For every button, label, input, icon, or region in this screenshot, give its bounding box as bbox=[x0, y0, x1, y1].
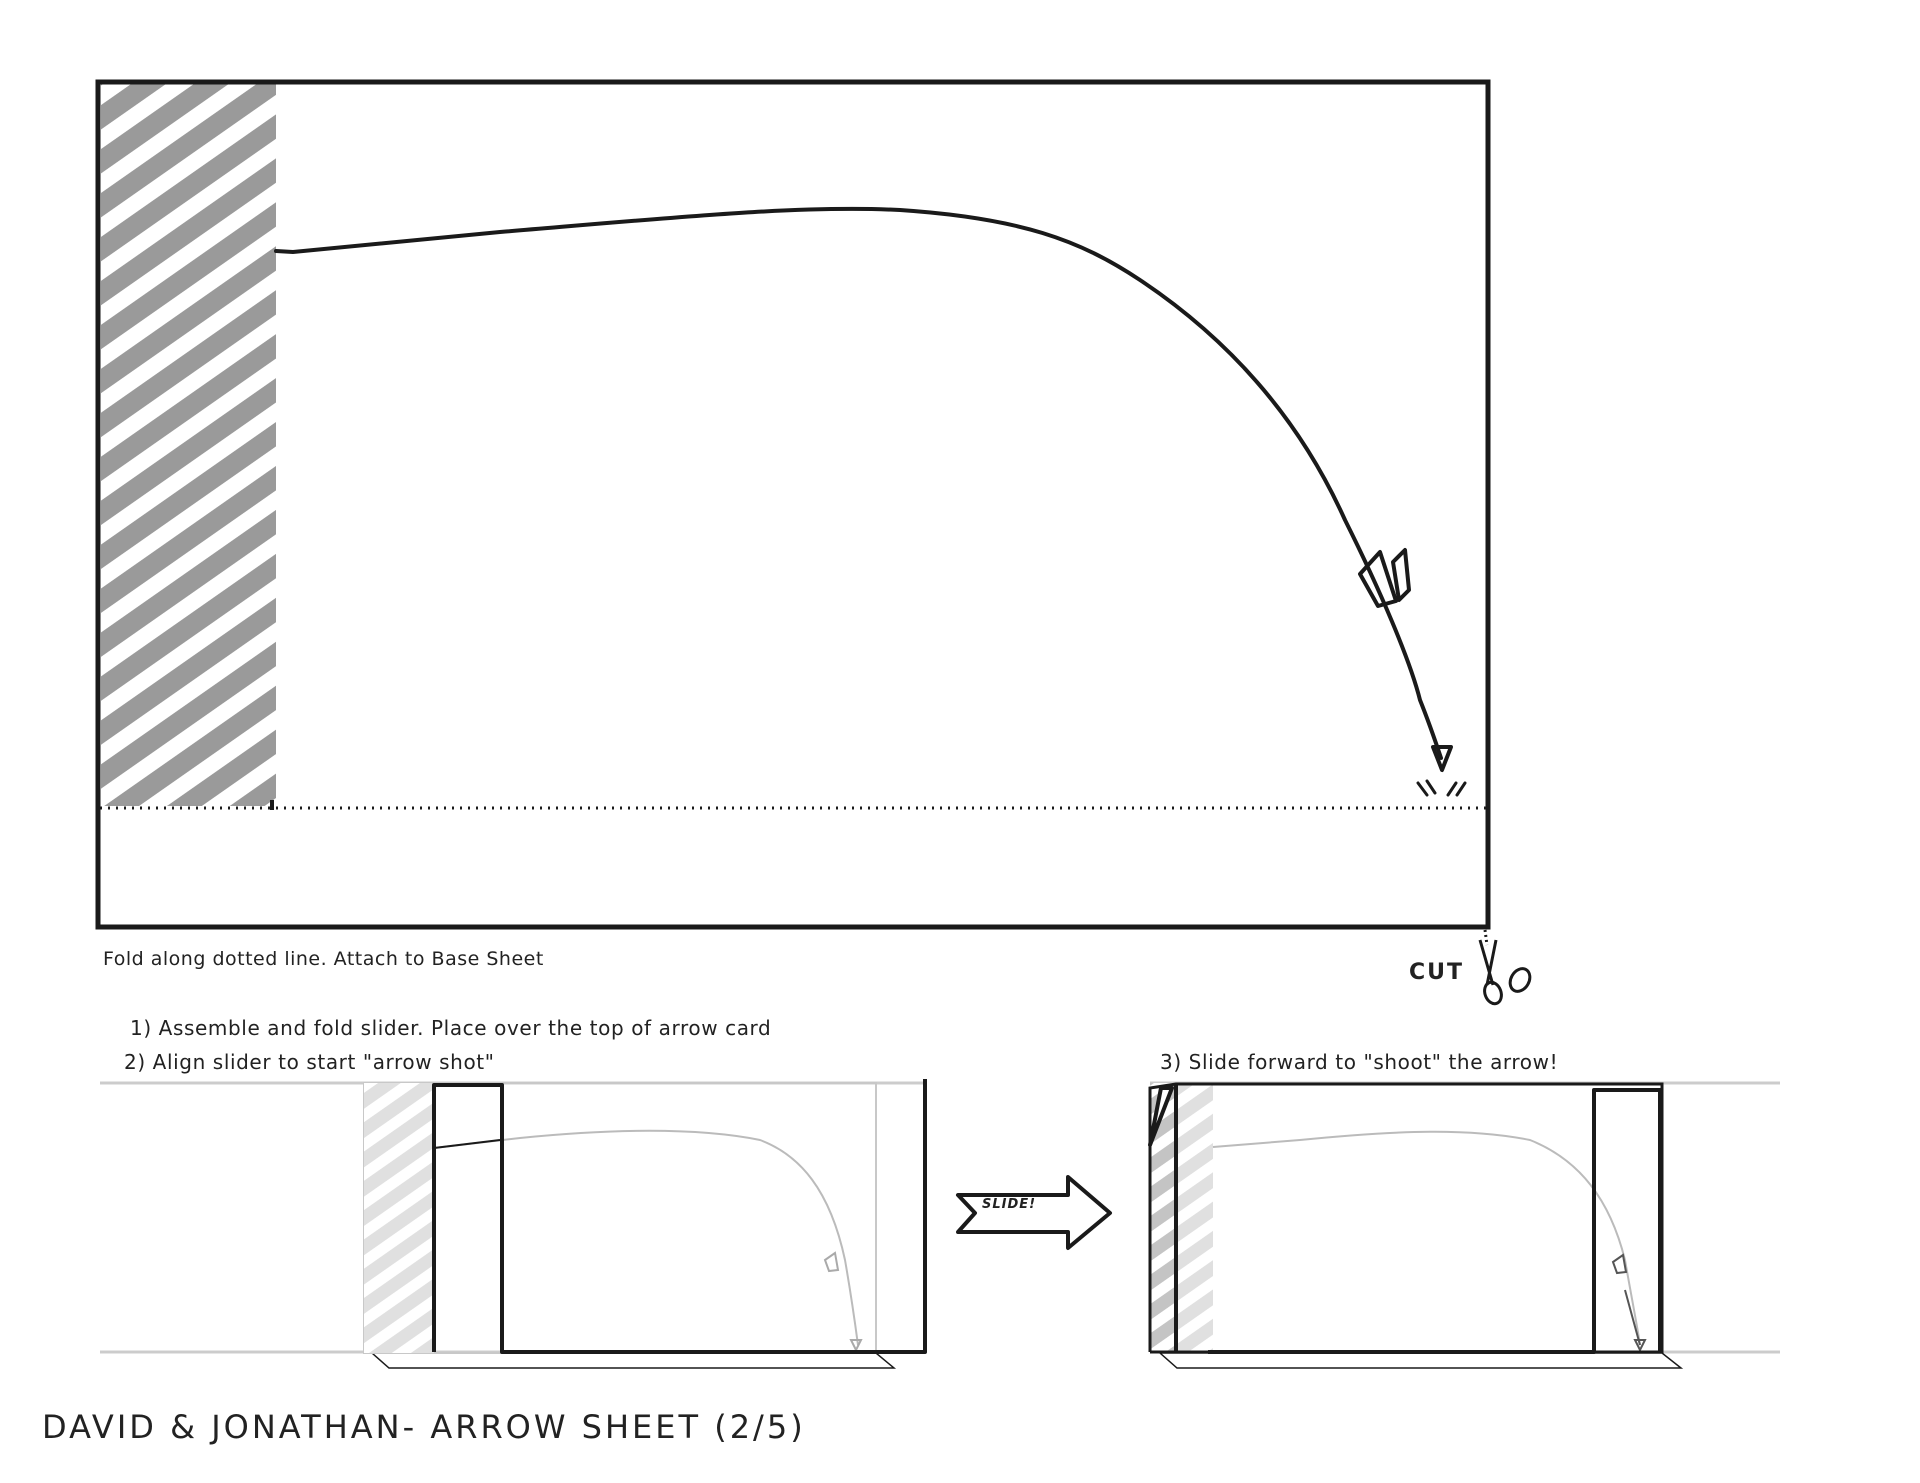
hatched-fold-strip bbox=[101, 83, 276, 806]
step-1-text: 1) Assemble and fold slider. Place over … bbox=[130, 1016, 772, 1040]
step2-diagram bbox=[100, 1079, 927, 1369]
arrow-trajectory bbox=[274, 206, 1443, 760]
card-outline bbox=[95, 79, 1491, 930]
slide-arrow-icon bbox=[956, 1175, 1112, 1250]
step3-diagram bbox=[1148, 1081, 1780, 1369]
arrow-icon bbox=[1358, 548, 1453, 772]
base-plate-right bbox=[1158, 1352, 1684, 1369]
step-2-text: 2) Align slider to start "arrow shot" bbox=[124, 1050, 495, 1074]
cut-label: CUT bbox=[1409, 960, 1465, 985]
step-3-text: 3) Slide forward to "shoot" the arrow! bbox=[1160, 1050, 1559, 1074]
slide-label: SLIDE! bbox=[982, 1197, 1037, 1212]
arrow-card bbox=[95, 79, 1491, 930]
scissors-icon bbox=[1478, 929, 1532, 1006]
base-plate bbox=[370, 1352, 897, 1369]
impact-marks bbox=[1416, 779, 1467, 797]
sheet-title: DAVID & JONATHAN- ARROW SHEET (2/5) bbox=[42, 1408, 806, 1446]
fold-instruction-text: Fold along dotted line. Attach to Base S… bbox=[103, 948, 544, 970]
